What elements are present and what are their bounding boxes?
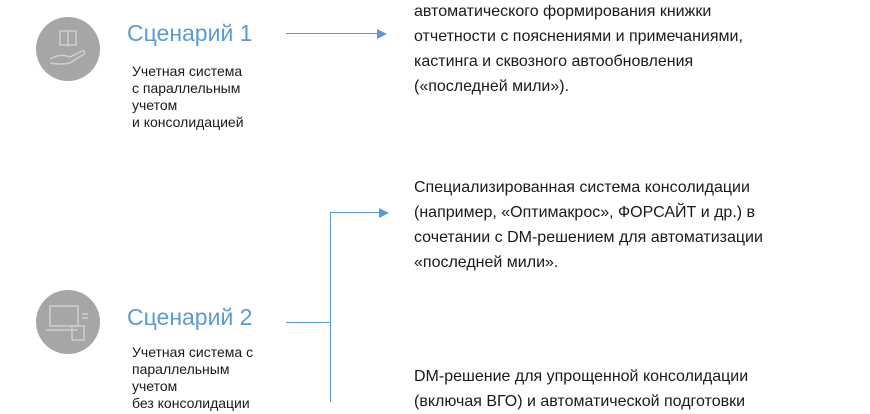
arrow-1-head (377, 29, 387, 39)
block-line: сочетании с DM-решением для автоматизаци… (414, 229, 763, 246)
arrow-1-line (286, 33, 378, 34)
desc-line: Учетная система (132, 63, 243, 79)
scenario-1-description: Учетная система с параллельным учетом и … (132, 63, 244, 131)
desc-line: учетом (132, 97, 178, 113)
desc-line: с параллельным (132, 80, 241, 96)
block-line: автоматического формирования книжки (414, 3, 712, 20)
arrow-2-line (330, 212, 380, 213)
option-block-1: автоматического формирования книжки отче… (414, 0, 743, 99)
desc-line: учетом (132, 378, 178, 394)
scenario-2-description: Учетная система с параллельным учетом бе… (132, 344, 253, 412)
arrow-2-head (379, 208, 389, 218)
block-line: «последней мили». (414, 254, 559, 271)
desc-line: Учетная система с (132, 344, 254, 360)
block-line: кастинга и сквозного автообновления (414, 53, 694, 70)
scenario-1-title: Сценарий 1 (127, 20, 253, 46)
block-line: (включая ВГО) и автоматической подготовк… (414, 393, 746, 410)
block-line: отчетности с пояснениями и примечаниями, (414, 28, 743, 45)
desc-line: без консолидации (132, 395, 250, 411)
option-block-3: DM-решение для упрощенной консолидации (… (414, 364, 748, 414)
option-block-2: Специализированная система консолидации … (414, 175, 763, 275)
desc-line: параллельным (132, 361, 230, 377)
block-line: Специализированная система консолидации (414, 179, 750, 196)
connector-vertical (330, 212, 331, 402)
connector-horizontal (286, 322, 331, 323)
block-line: DM-решение для упрощенной консолидации (414, 368, 749, 385)
block-line: (например, «Оптимакрос», ФОРСАЙТ и др.) … (414, 204, 756, 221)
hand-with-box-icon (36, 17, 100, 81)
laptop-with-document-icon (36, 290, 100, 354)
scenario-2-title: Сценарий 2 (127, 304, 253, 330)
desc-line: и консолидацией (132, 114, 244, 130)
block-line: («последней мили»). (414, 78, 570, 95)
